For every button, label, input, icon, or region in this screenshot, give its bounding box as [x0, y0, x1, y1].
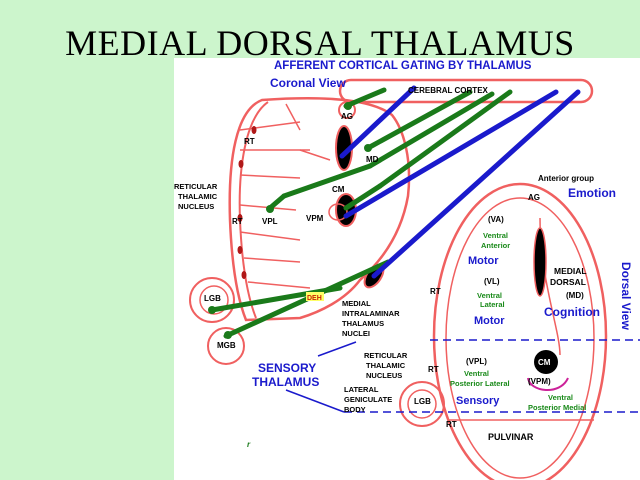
right-vpm-label: (VPM): [528, 377, 551, 386]
right-lgb-label: LGB: [414, 397, 431, 406]
labels: AFFERENT CORTICAL GATING BY THALAMUS Cor…: [174, 60, 633, 449]
right-ventral-anterior-1-label: Ventral: [483, 231, 508, 240]
right-medial-dorsal-2-label: DORSAL: [550, 277, 586, 287]
left-lat-line1-label: LATERAL: [344, 385, 379, 394]
striations: [239, 103, 331, 289]
dorsal-lgb-inner: [407, 389, 437, 419]
right-motor-2-label: Motor: [474, 315, 505, 327]
left-rtn-line1-label: RETICULAR: [364, 351, 408, 360]
slide-title: MEDIAL DORSAL THALAMUS: [65, 23, 575, 63]
blue-pathways: [339, 85, 581, 279]
left-lgb-label: LGB: [204, 294, 221, 303]
lgb-circle-inner: [199, 285, 229, 315]
right-vpl-name-label: Ventral: [464, 369, 489, 378]
right-vpl-name2-label: Posterior Lateral: [450, 379, 510, 388]
right-ventral-lateral-2-label: Lateral: [480, 300, 505, 309]
right-vpm-name-label: Ventral: [548, 393, 573, 402]
left-rtn-line3-label: NUCLEUS: [366, 371, 402, 380]
sensory-callout-2: [285, 389, 345, 413]
vpm-curve: [527, 377, 569, 392]
left-medial-line4-label: NUCLEI: [342, 329, 370, 338]
cerebral-cortex-bar: [338, 78, 594, 104]
dorsal-thalamus-inner: [445, 197, 595, 479]
dorsal-view-label: Dorsal View: [619, 262, 633, 330]
deh-highlight: [306, 292, 324, 301]
right-cm-label: CM: [538, 358, 551, 367]
left-reticular-line2-label: THALAMIC: [178, 192, 218, 201]
green-pathways: [209, 87, 513, 339]
md-dorsal-fill: [533, 227, 547, 297]
right-ag-label: AG: [528, 193, 540, 202]
left-medial-line2-label: INTRALAMINAR: [342, 309, 400, 318]
lgb-circle-outer: [189, 277, 235, 323]
cm-dorsal-circle: [534, 350, 558, 374]
right-rt-1-label: RT: [430, 287, 441, 296]
right-va-label: (VA): [488, 215, 504, 224]
header-title: AFFERENT CORTICAL GATING BY THALAMUS: [274, 60, 532, 72]
right-sensory-label: Sensory: [456, 395, 500, 407]
right-pulvinar-label: PULVINAR: [488, 432, 534, 442]
left-reticular-line1-label: RETICULAR: [174, 182, 218, 191]
right-vl-label: (VL): [484, 277, 500, 286]
left-small-mark-label: r: [247, 440, 251, 449]
right-md-label: (MD): [566, 291, 584, 300]
sensory-callout-1: [317, 341, 357, 357]
ag-nucleus: [338, 101, 356, 119]
left-medial-line3-label: THALAMUS: [342, 319, 384, 328]
reticular-shell: [238, 101, 269, 319]
left-lat-line3-label: BODY: [344, 405, 366, 414]
left-sensory-line2-label: THALAMUS: [252, 375, 319, 389]
left-lat-line2-label: GENICULATE: [344, 395, 392, 404]
left-sensory-line1-label: SENSORY: [258, 361, 316, 375]
green-terminals: [208, 102, 372, 339]
dorsal-lgb-outer: [399, 381, 445, 427]
right-vpm-name2-label: Posterior Medial: [528, 403, 586, 412]
reticular-marks: [237, 126, 257, 279]
dorsal-thalamus-outline: [432, 182, 608, 480]
coronal-view-label: Coronal View: [270, 76, 346, 90]
coronal-thalamus-outline: [228, 97, 411, 322]
left-ag-label: AG: [341, 112, 353, 121]
left-vpm-label: VPM: [306, 214, 324, 223]
cerebral-cortex-label: CEREBRAL CORTEX: [408, 86, 489, 95]
right-anterior-group-label: Anterior group: [538, 174, 594, 183]
right-rt-2-label: RT: [428, 365, 439, 374]
left-vpl-label: VPL: [262, 217, 278, 226]
right-cognition-label: Cognition: [544, 305, 600, 319]
right-emotion-label: Emotion: [568, 186, 616, 200]
left-mgb-label: MGB: [217, 341, 236, 350]
left-reticular-line3-label: NUCLEUS: [178, 202, 214, 211]
left-md-label: MD: [366, 155, 379, 164]
right-ventral-anterior-2-label: Anterior: [481, 241, 510, 250]
right-ventral-lateral-1-label: Ventral: [477, 291, 502, 300]
left-medial-line1-label: MEDIAL: [342, 299, 371, 308]
left-deh-label: DEH: [307, 295, 322, 302]
left-rt-mid-label: RT: [232, 217, 243, 226]
left-rt-top-label: RT: [244, 137, 255, 146]
left-cm-label: CM: [332, 185, 345, 194]
right-medial-dorsal-1-label: MEDIAL: [554, 266, 587, 276]
right-vpl-label: (VPL): [466, 357, 487, 366]
right-rt-3-label: RT: [446, 420, 457, 429]
left-rtn-line2-label: THALAMIC: [366, 361, 406, 370]
mgb-circle: [207, 327, 245, 365]
right-motor-1-label: Motor: [468, 255, 499, 267]
vpm-nucleus: [328, 203, 348, 221]
